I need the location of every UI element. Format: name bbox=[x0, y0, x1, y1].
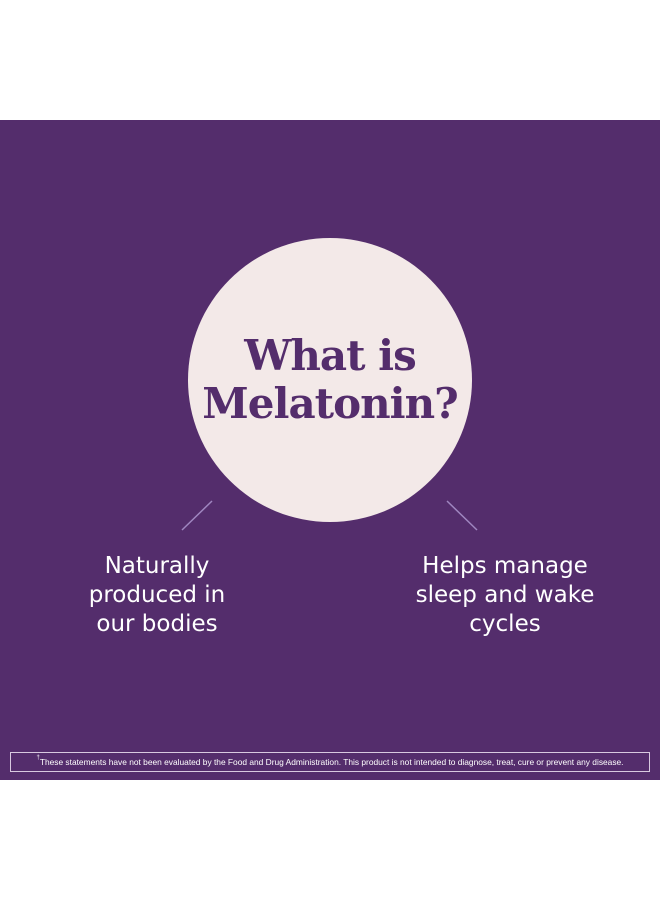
title-line-2: Melatonin? bbox=[202, 379, 458, 428]
fact-right-line-2: sleep and wake bbox=[415, 582, 595, 608]
connector-left bbox=[181, 500, 213, 531]
connector-right bbox=[446, 500, 478, 531]
fact-left-line-2: produced in bbox=[88, 582, 226, 608]
disclaimer-mark: † bbox=[36, 755, 40, 761]
fact-natural-production: Naturally produced in our bodies bbox=[47, 552, 267, 639]
title-line-1: What is bbox=[244, 331, 417, 380]
disclaimer-text: These statements have not been evaluated… bbox=[39, 757, 624, 767]
page-title: What is Melatonin? bbox=[202, 331, 458, 428]
fda-disclaimer: †These statements have not been evaluate… bbox=[10, 752, 650, 772]
fact-sleep-wake-cycles: Helps manage sleep and wake cycles bbox=[395, 552, 615, 639]
fact-right-line-1: Helps manage bbox=[422, 553, 588, 579]
fact-left-line-1: Naturally bbox=[104, 553, 210, 579]
fact-right-line-3: cycles bbox=[469, 611, 541, 637]
info-panel: What is Melatonin? Naturally produced in… bbox=[0, 120, 660, 780]
title-circle: What is Melatonin? bbox=[188, 238, 472, 522]
fact-left-line-3: our bodies bbox=[96, 611, 218, 637]
